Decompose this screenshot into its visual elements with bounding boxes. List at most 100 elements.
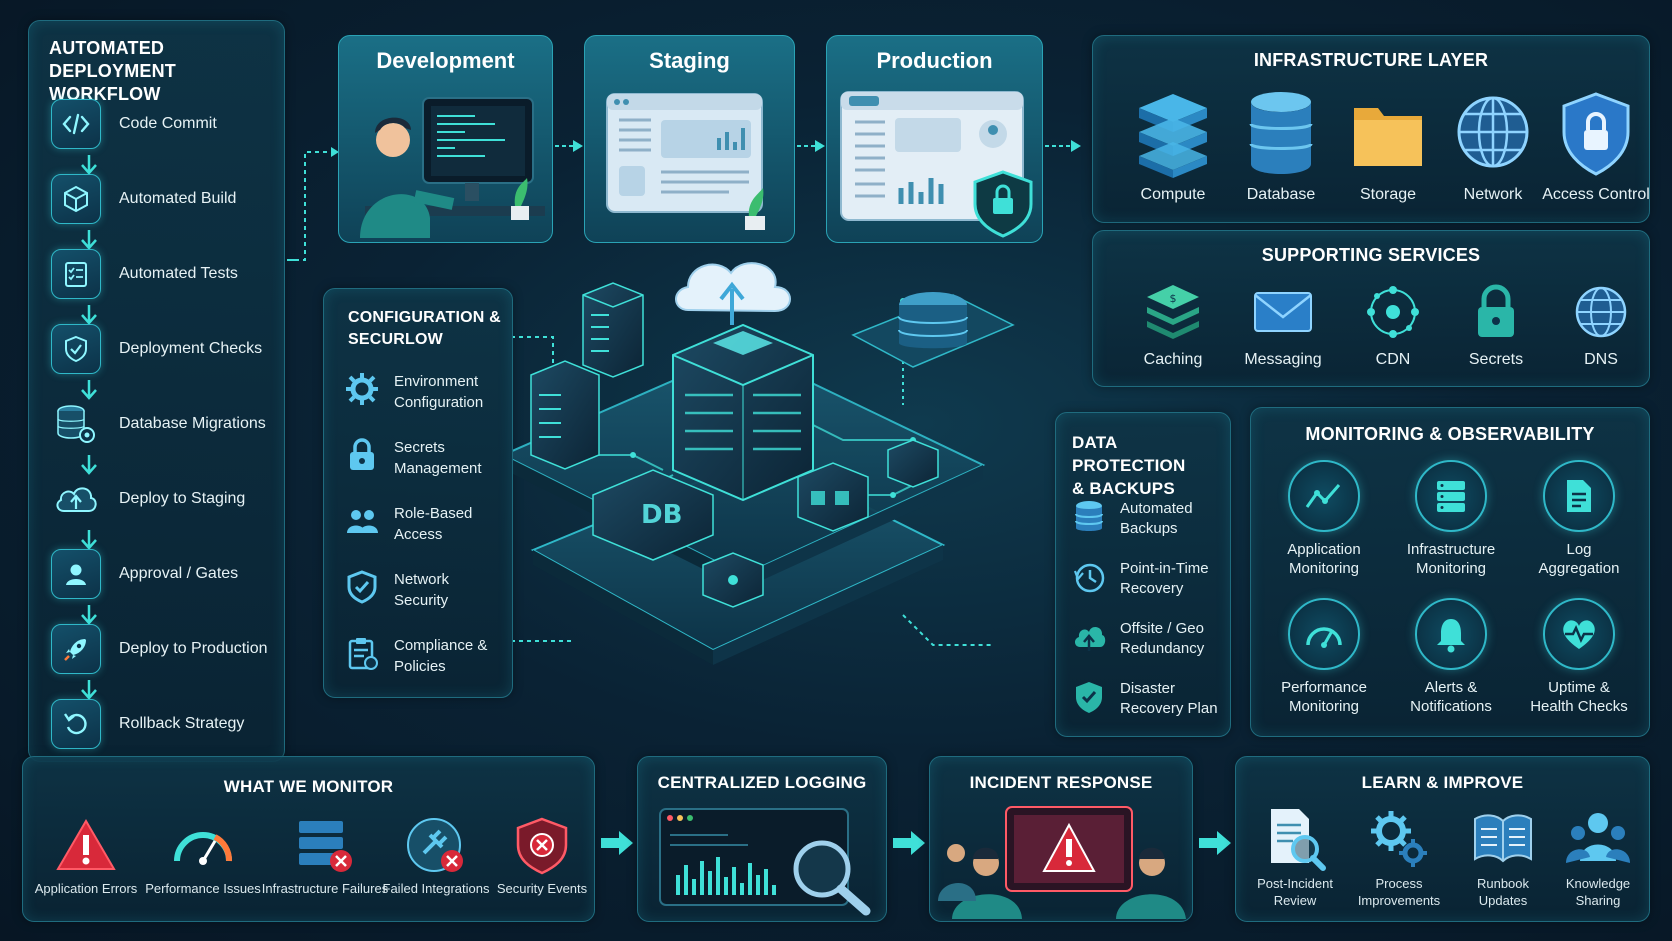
support-cdn[interactable]: CDN bbox=[1343, 281, 1443, 369]
users-icon bbox=[347, 510, 378, 533]
support-dns[interactable]: DNS bbox=[1551, 281, 1651, 369]
infra-compute[interactable]: Compute bbox=[1123, 88, 1223, 204]
learn-knowledge-sharing[interactable]: Knowledge Sharing bbox=[1548, 805, 1648, 909]
svg-text:$: $ bbox=[1170, 292, 1177, 305]
config-compliance[interactable]: Compliance & Policies bbox=[344, 635, 487, 677]
mon-log-aggregation[interactable]: Log Aggregation bbox=[1515, 460, 1643, 578]
team-icon bbox=[1566, 813, 1630, 863]
config-rbac[interactable]: Role-Based Access bbox=[344, 503, 472, 545]
workflow-step-database-migrations[interactable]: Database Migrations bbox=[51, 399, 266, 449]
config-label-line2: Security bbox=[394, 592, 449, 609]
mon-label: Performance Monitoring bbox=[1281, 678, 1367, 716]
mon-label: Alerts & Notifications bbox=[1410, 678, 1492, 716]
env-development[interactable]: Development bbox=[338, 35, 553, 243]
support-label: DNS bbox=[1584, 351, 1618, 368]
chart-line-icon bbox=[1288, 460, 1360, 532]
mon-application[interactable]: Application Monitoring bbox=[1260, 460, 1388, 578]
workflow-step-deploy-production[interactable]: Deploy to Production bbox=[51, 624, 268, 674]
config-label-line1: Role-Based bbox=[394, 505, 473, 522]
learn-post-incident[interactable]: Post-Incident Review bbox=[1240, 805, 1350, 909]
monitor-label: Security Events bbox=[496, 881, 588, 896]
dp-automated-backups[interactable]: Automated Backups bbox=[1072, 499, 1193, 539]
dp-label: Offsite / Geo Redundancy bbox=[1120, 619, 1204, 659]
config-label-line1: Environment bbox=[394, 373, 479, 390]
mon-label: Log Aggregation bbox=[1539, 540, 1620, 578]
support-label: Caching bbox=[1143, 351, 1203, 368]
infra-label: Storage bbox=[1359, 186, 1417, 203]
learn-label-line2: Sharing bbox=[1575, 893, 1621, 908]
mon-performance[interactable]: Performance Monitoring bbox=[1260, 598, 1388, 716]
config-label: Role-Based Access bbox=[394, 503, 472, 545]
clipboard-icon bbox=[348, 638, 378, 670]
mon-alerts[interactable]: Alerts & Notifications bbox=[1387, 598, 1515, 716]
support-label: CDN bbox=[1375, 351, 1411, 368]
infrastructure-panel: INFRASTRUCTURE LAYER Compute Database St… bbox=[1092, 35, 1650, 223]
dp-disaster-recovery[interactable]: Disaster Recovery Plan bbox=[1072, 679, 1218, 719]
infra-database[interactable]: Database bbox=[1231, 88, 1331, 204]
what-we-monitor-title: WHAT WE MONITOR bbox=[223, 777, 394, 796]
workflow-step-rollback[interactable]: Rollback Strategy bbox=[51, 699, 244, 749]
gauge-icon bbox=[1288, 598, 1360, 670]
infra-storage[interactable]: Storage bbox=[1338, 88, 1438, 204]
workflow-step-code-commit[interactable]: Code Commit bbox=[51, 99, 217, 149]
config-environment[interactable]: Environment Configuration bbox=[344, 371, 483, 413]
config-label-line2: Configuration bbox=[394, 394, 484, 411]
monitor-failed-integrations[interactable]: Failed Integrations bbox=[381, 815, 491, 896]
workflow-step-deployment-checks[interactable]: Deployment Checks bbox=[51, 324, 262, 374]
support-caching[interactable]: $ Caching bbox=[1123, 281, 1223, 369]
document-icon bbox=[1543, 460, 1615, 532]
monitor-label: Failed Integrations bbox=[382, 881, 490, 896]
learn-runbook-updates[interactable]: Runbook Updates bbox=[1448, 805, 1558, 909]
workflow-step-automated-build[interactable]: Automated Build bbox=[51, 174, 236, 224]
infra-access-control[interactable]: Access Control bbox=[1540, 88, 1652, 204]
support-secrets[interactable]: Secrets bbox=[1446, 281, 1546, 369]
dp-offsite[interactable]: Offsite / Geo Redundancy bbox=[1072, 619, 1204, 659]
env-production[interactable]: Production bbox=[826, 35, 1043, 243]
database-icon bbox=[1075, 501, 1103, 531]
mon-label-line1: Performance bbox=[1281, 679, 1367, 696]
warning-icon bbox=[56, 819, 116, 870]
mon-infrastructure[interactable]: Infrastructure Monitoring bbox=[1387, 460, 1515, 578]
mon-label: Uptime & Health Checks bbox=[1530, 678, 1628, 716]
config-label: Environment Configuration bbox=[394, 371, 483, 413]
dp-label: Automated Backups bbox=[1120, 499, 1193, 539]
learn-label: Process Improvements bbox=[1358, 875, 1440, 909]
config-secrets[interactable]: Secrets Management bbox=[344, 437, 482, 479]
monitor-security-events[interactable]: Security Events bbox=[489, 815, 595, 896]
monitor-app-errors[interactable]: Application Errors bbox=[31, 815, 141, 896]
workflow-step-label: Approval / Gates bbox=[119, 565, 239, 582]
workflow-step-label: Code Commit bbox=[119, 115, 217, 132]
rollback-icon bbox=[51, 699, 101, 749]
configuration-title-line1: CONFIGURATION & bbox=[348, 309, 501, 326]
dev-connector-icon bbox=[287, 147, 339, 261]
arrow-right-icon bbox=[797, 140, 825, 152]
bell-icon bbox=[1415, 598, 1487, 670]
plug-error-icon bbox=[407, 818, 463, 872]
infra-network[interactable]: Network bbox=[1443, 88, 1543, 204]
workflow-step-label: Deployment Checks bbox=[119, 340, 263, 357]
workflow-step-approval[interactable]: Approval / Gates bbox=[51, 549, 238, 599]
config-label-line1: Network bbox=[394, 571, 450, 588]
learn-label-line1: Process bbox=[1375, 876, 1423, 891]
chevron-down-icon bbox=[77, 453, 101, 477]
dp-label-line1: Offsite / Geo bbox=[1120, 620, 1204, 637]
rocket-icon bbox=[51, 624, 101, 674]
code-icon bbox=[51, 99, 101, 149]
gear-icon bbox=[346, 373, 378, 405]
dp-point-in-time[interactable]: Point-in-Time Recovery bbox=[1072, 559, 1209, 599]
developer-illustration-icon bbox=[360, 97, 545, 238]
incident-response-title: INCIDENT RESPONSE bbox=[969, 773, 1153, 792]
env-staging[interactable]: Staging bbox=[584, 35, 795, 243]
workflow-step-automated-tests[interactable]: Automated Tests bbox=[51, 249, 238, 299]
monitor-infra-failures[interactable]: Infrastructure Failures bbox=[259, 815, 391, 896]
mon-label-line2: Health Checks bbox=[1530, 698, 1628, 715]
workflow-step-deploy-staging[interactable]: Deploy to Staging bbox=[51, 474, 245, 524]
monitor-performance-issues[interactable]: Performance Issues bbox=[139, 815, 267, 896]
clock-icon bbox=[1073, 563, 1105, 593]
learn-process-improvements[interactable]: Process Improvements bbox=[1344, 805, 1454, 909]
infrastructure-title: INFRASTRUCTURE LAYER bbox=[1253, 50, 1489, 70]
chevron-down-icon bbox=[77, 303, 101, 327]
mon-uptime[interactable]: Uptime & Health Checks bbox=[1515, 598, 1643, 716]
config-network-security[interactable]: Network Security bbox=[344, 569, 449, 611]
support-messaging[interactable]: Messaging bbox=[1233, 281, 1333, 369]
